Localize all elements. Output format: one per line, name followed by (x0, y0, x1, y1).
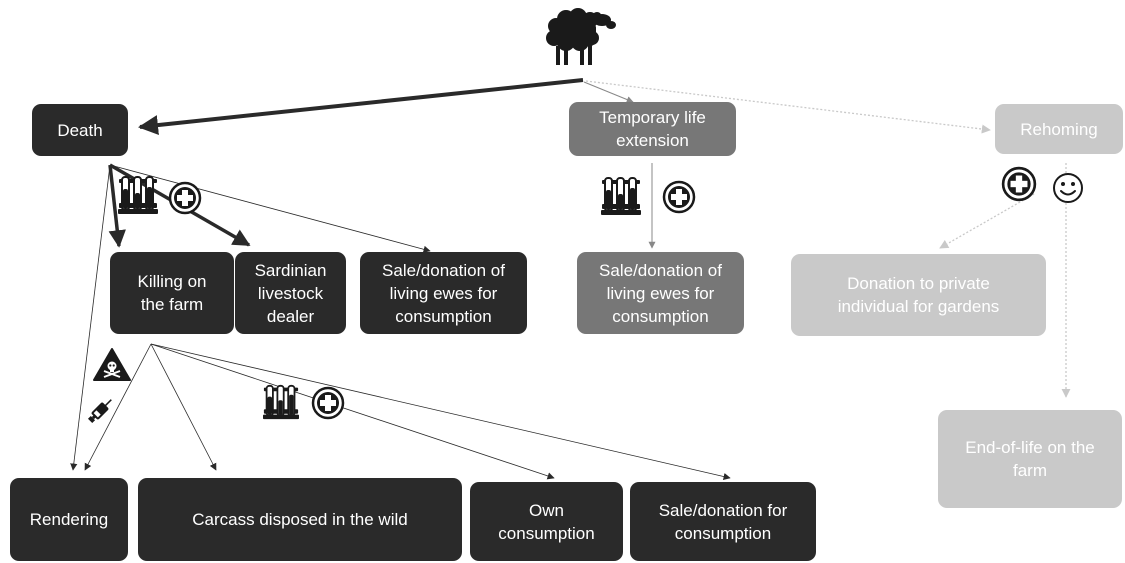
medical-cross-icon (1001, 166, 1037, 202)
node-end-of-life-on-the-farm: End-of-life on the farm (938, 410, 1122, 508)
test-tubes-icon (118, 176, 158, 214)
edge-sheep-to-death (138, 78, 584, 136)
node-rendering: Rendering (10, 478, 128, 561)
node-carcass-disposed-in-wild: Carcass disposed in the wild (138, 478, 462, 561)
node-sale-donation-for-consumption: Sale/donation for consumption (630, 482, 816, 561)
node-killing-on-the-farm: Killing on the farm (110, 252, 234, 334)
node-sale-living-ewes-death: Sale/donation of living ewes for consump… (360, 252, 527, 334)
edge-death-to-sale-ewes (109, 164, 431, 253)
node-rehoming: Rehoming (995, 104, 1123, 154)
edge-killing-to-carcass-wild (150, 343, 217, 471)
edge-killing-to-own-consumption (150, 343, 555, 480)
edge-sheep-to-temporary (583, 81, 634, 103)
edge-killing-to-rendering (84, 343, 152, 471)
test-tubes-icon (263, 384, 299, 420)
medical-cross-icon (311, 386, 345, 420)
node-donation-private-individual: Donation to private individual for garde… (791, 254, 1046, 336)
medical-cross-icon (168, 181, 202, 215)
toxic-hazard-icon (93, 348, 131, 381)
node-temporary-life-extension: Temporary life extension (569, 102, 736, 156)
node-sardinian-livestock-dealer: Sardinian livestock dealer (235, 252, 346, 334)
node-death: Death (32, 104, 128, 156)
syringe-icon (87, 399, 112, 424)
edge-rehoming-to-donation (939, 193, 1035, 249)
smiley-icon (1053, 173, 1083, 203)
sheep-icon (546, 8, 616, 65)
edge-killing-to-sale-consumption (150, 343, 731, 481)
node-sale-living-ewes-temporary: Sale/donation of living ewes for consump… (577, 252, 744, 334)
test-tubes-icon (601, 177, 641, 215)
edge-death-to-rendering (70, 164, 111, 471)
medical-cross-icon (662, 180, 696, 214)
edge-death-to-killing (108, 164, 126, 248)
node-own-consumption: Own consumption (470, 482, 623, 561)
